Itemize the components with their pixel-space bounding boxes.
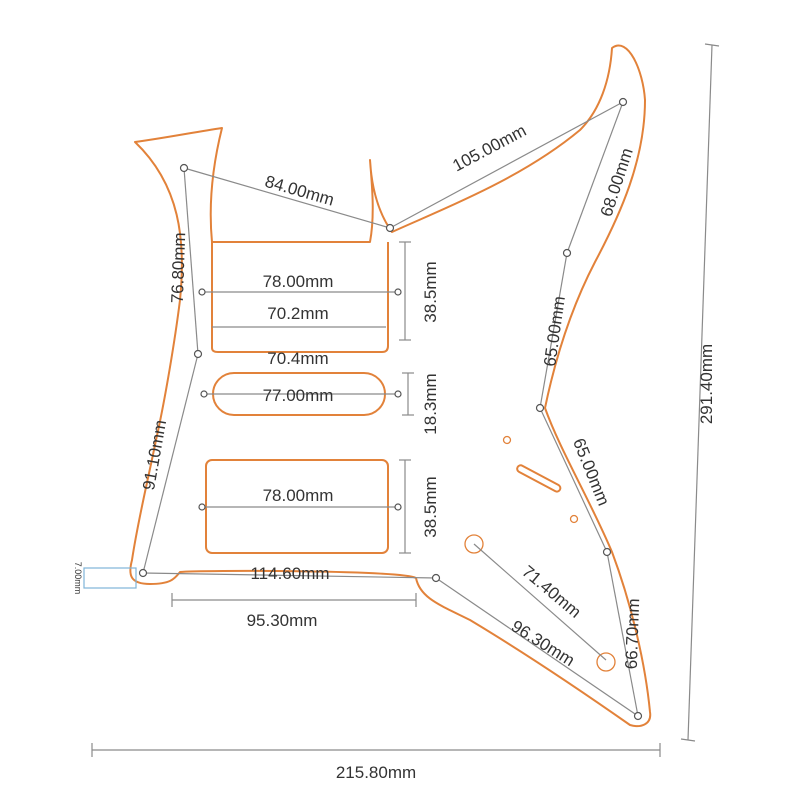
screw-hole-9 [602, 547, 612, 557]
neck-pickup-cutout [211, 242, 389, 353]
label-38-5mm-top: 38.5mm [421, 261, 440, 322]
screw-hole-7 [138, 568, 148, 578]
label-105mm: 105.00mm [449, 121, 529, 175]
pickup-mount-4 [394, 390, 402, 398]
label-91-1mm: 91.10mm [139, 418, 170, 491]
screw-hole-4 [562, 248, 572, 258]
dim-line-84 [183, 167, 391, 229]
switch-slot [516, 464, 562, 493]
label-84mm: 84.00mm [263, 172, 336, 210]
label-65mm-upper: 65.00mm [540, 295, 569, 368]
dim-line-66-7 [606, 551, 639, 717]
pickguard-outline [129, 44, 652, 728]
label-76-8mm: 76.80mm [168, 232, 189, 303]
pickup-mount-6 [394, 503, 402, 511]
label-7mm: 7.00mm [73, 562, 83, 595]
label-18-3mm: 18.3mm [421, 373, 440, 434]
dim-line-71-4 [473, 543, 607, 661]
pickup-mount-2 [394, 288, 402, 296]
control-hole-large-2 [596, 652, 616, 672]
pickup-mount-3 [200, 390, 208, 398]
dim-line-65-upper [539, 252, 568, 409]
label-66-7mm: 66.70mm [622, 598, 643, 669]
label-215-8mm: 215.80mm [336, 763, 416, 782]
screw-hole-5 [193, 349, 203, 359]
label-38-5mm-bottom: 38.5mm [421, 476, 440, 537]
label-291-4mm: 291.40mm [697, 344, 716, 424]
label-78mm-bottom: 78.00mm [263, 486, 334, 505]
dim-line-114-6 [142, 572, 437, 579]
dim-box-7 [83, 567, 137, 589]
label-70-2mm: 70.2mm [267, 304, 328, 323]
label-65mm-lower: 65.00mm [569, 436, 613, 509]
screw-hole-1 [179, 163, 189, 173]
screw-hole-3 [618, 97, 628, 107]
screw-hole-8 [431, 573, 441, 583]
dim-line-105 [389, 101, 624, 229]
tick-291-4-bottom [680, 738, 696, 742]
label-78mm-top: 78.00mm [263, 272, 334, 291]
dim-line-65-lower [539, 407, 608, 553]
pickup-mount-5 [198, 503, 206, 511]
pickup-mount-1 [198, 288, 206, 296]
label-96-3mm: 96.30mm [508, 617, 578, 671]
screw-hole-2 [385, 223, 395, 233]
small-hole-2 [569, 514, 579, 524]
small-hole-1 [502, 435, 512, 445]
label-77mm: 77.00mm [263, 386, 334, 405]
label-95-3mm: 95.30mm [247, 611, 318, 630]
dim-line-76-8 [183, 167, 199, 355]
dim-line-96-3 [435, 577, 639, 717]
tick-291-4-top [704, 43, 720, 47]
screw-hole-10 [633, 711, 643, 721]
dim-line-91-1 [142, 353, 199, 574]
label-114-6mm: 114.60mm [250, 564, 329, 583]
screw-hole-6 [535, 403, 545, 413]
dim-line-68 [566, 101, 624, 254]
dim-line-291-4 [687, 44, 713, 741]
label-70-4mm: 70.4mm [267, 349, 328, 368]
